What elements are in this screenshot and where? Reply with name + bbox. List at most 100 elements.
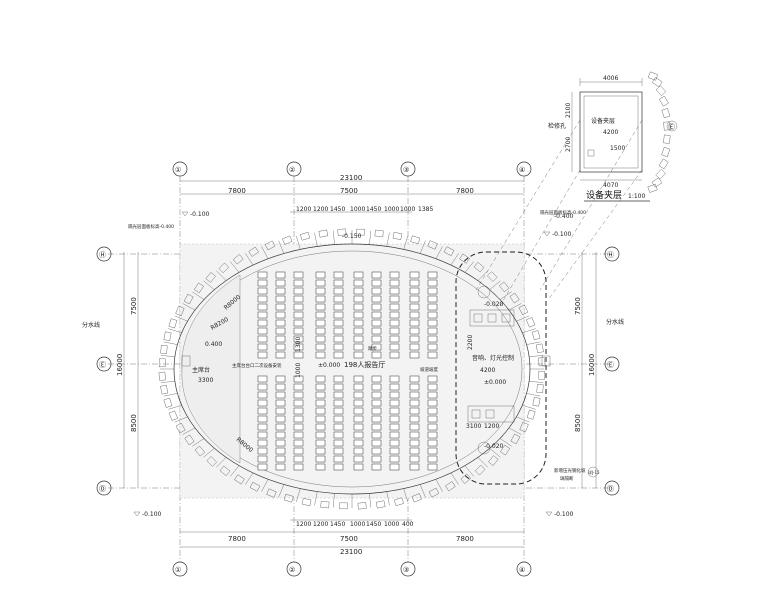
seat [293, 439, 304, 447]
seat-w-2: 1200 [313, 206, 328, 213]
acoustic-panel [369, 229, 384, 245]
seat [257, 271, 268, 279]
seat [315, 271, 326, 279]
seat [315, 343, 326, 351]
seat [293, 399, 304, 407]
seat [427, 431, 438, 439]
seat [353, 423, 364, 431]
seat [293, 447, 304, 455]
right-upper: 7500 [574, 297, 582, 315]
hall-name: 198人报告厅 [344, 360, 385, 369]
seat [333, 327, 344, 335]
seat [409, 279, 420, 287]
acoustic-panel [522, 328, 541, 341]
seat [353, 463, 364, 471]
seat-wb-2: 1200 [313, 521, 328, 528]
seat [333, 415, 344, 423]
seat [257, 447, 268, 455]
axis-bottom-2: ② [289, 566, 295, 574]
acoustic-panel [182, 293, 196, 311]
seat [427, 407, 438, 415]
seat [353, 447, 364, 455]
stage-elevation: 0.400 [205, 341, 222, 348]
axis-left-H: Ⓗ [99, 251, 106, 259]
top-span-1: 7800 [228, 187, 246, 195]
leader-lines [475, 119, 643, 307]
seat [371, 303, 382, 311]
seat-wb-4: 1000 [350, 521, 365, 528]
elev-right-a: -0.020 [484, 301, 504, 308]
seat [333, 319, 344, 327]
seat [257, 311, 268, 319]
seat [333, 279, 344, 287]
seat [275, 303, 286, 311]
seat [275, 415, 286, 423]
seat [371, 463, 382, 471]
seat [353, 295, 364, 303]
seat [371, 455, 382, 463]
acoustic-panel [474, 457, 488, 476]
seat [333, 287, 344, 295]
seat [275, 271, 286, 279]
seat [409, 335, 420, 343]
seat [371, 447, 382, 455]
mezz-panel [663, 134, 671, 144]
seat [275, 295, 286, 303]
mezz-small: 1500 [610, 145, 625, 152]
seat [333, 311, 344, 319]
side-dimensions: 16000 7500 8500 7500 8500 16000 [116, 252, 597, 488]
seat [427, 303, 438, 311]
seat [293, 311, 304, 319]
seat [257, 415, 268, 423]
acoustic-panel [516, 416, 530, 433]
seat [257, 399, 268, 407]
seat [315, 407, 326, 415]
acoustic-panel [445, 472, 459, 492]
seat [427, 391, 438, 399]
mezz-room-label: 设备夹层 [591, 117, 615, 125]
acoustic-panel [245, 246, 259, 266]
seat [257, 287, 268, 295]
seat-w-8: 1385 [418, 206, 433, 213]
seat [371, 407, 382, 415]
mezz-panel [651, 77, 663, 88]
acoustic-panel [499, 291, 520, 304]
seat-w-3: 1450 [330, 206, 345, 213]
seat [353, 391, 364, 399]
seat [389, 351, 400, 359]
seat-w-6: 1000 [384, 206, 399, 213]
seat [315, 383, 326, 391]
seat [371, 287, 382, 295]
seat [427, 439, 438, 447]
seat [315, 439, 326, 447]
seat [275, 447, 286, 455]
stage-label: 主席台 [192, 366, 210, 374]
acoustic-panel [174, 305, 188, 322]
acoustic-panel [411, 484, 426, 503]
acoustic-panel [488, 448, 501, 466]
mezz-panel [658, 158, 669, 170]
seat [333, 295, 344, 303]
seat [409, 311, 420, 319]
mezz-width-bottom: 4070 [603, 182, 618, 189]
seat [257, 327, 268, 335]
axis-top-2: ② [289, 166, 295, 174]
control-room: 音响、灯光控制 [472, 354, 514, 362]
right-lower: 8500 [574, 414, 582, 432]
seat [275, 383, 286, 391]
seat [293, 407, 304, 415]
seat [427, 271, 438, 279]
mezz-panel [655, 168, 666, 180]
seat [409, 295, 420, 303]
seat [389, 303, 400, 311]
seat [333, 455, 344, 463]
mezz-panel [655, 85, 667, 96]
control-room-fixtures [181, 285, 551, 455]
seat [315, 295, 326, 303]
seat [389, 383, 400, 391]
seat [333, 271, 344, 279]
seat [257, 455, 268, 463]
bottom-dimensions: 1200 1200 1450 1000 1450 1000 400 7800 7… [180, 519, 524, 556]
right-total: 16000 [588, 354, 596, 376]
